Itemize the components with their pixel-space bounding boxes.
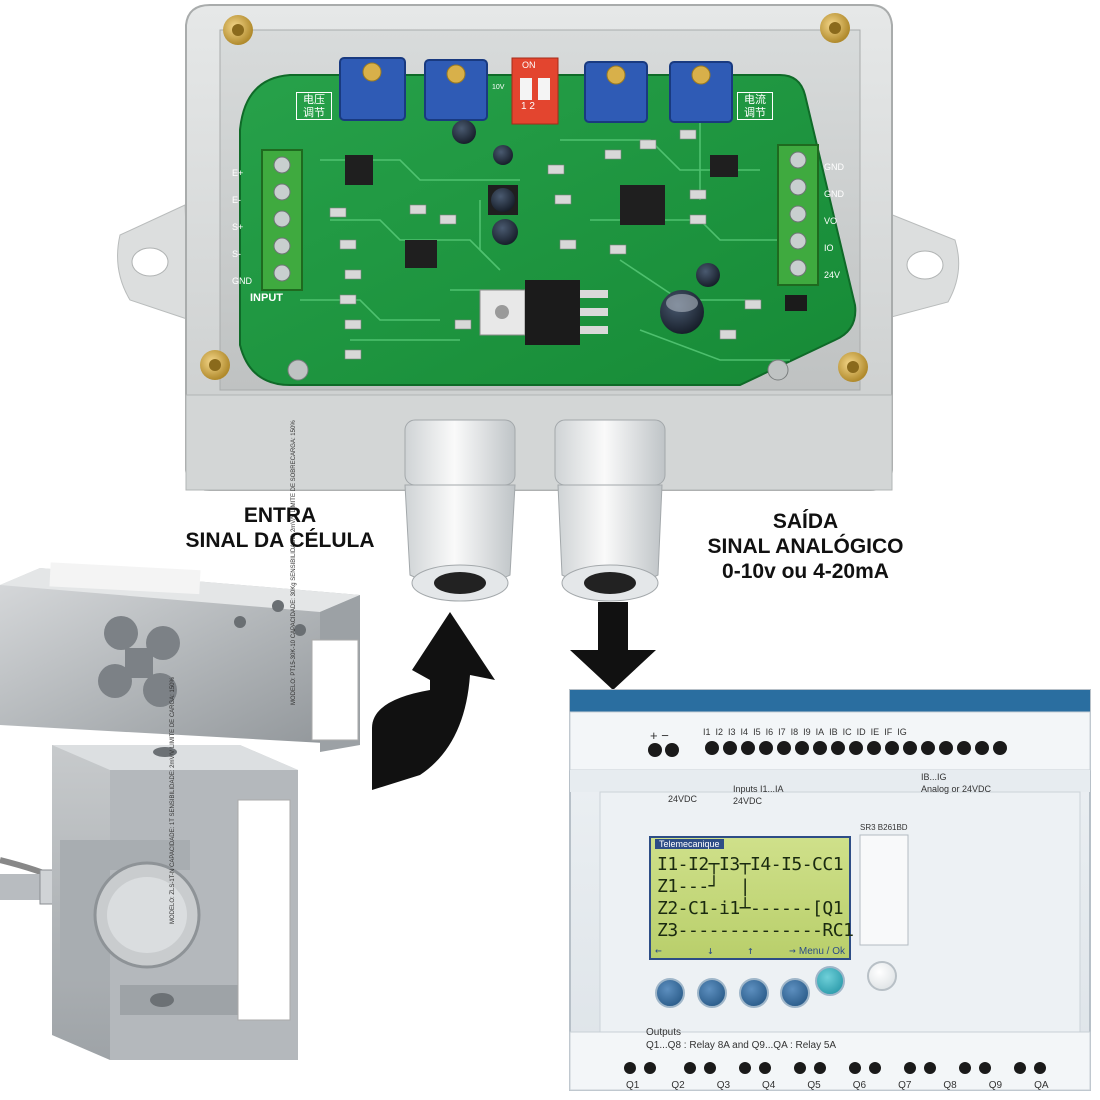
input-label: IF <box>884 727 893 737</box>
plc-outputs-desc: Q1...Q8 : Relay 8A and Q9...QA : Relay 5… <box>646 1040 837 1051</box>
terminal-label: E- <box>232 195 241 205</box>
terminal-label: VO <box>824 216 838 226</box>
plc-analog-desc: Analog or 24VDC <box>921 784 992 794</box>
pcb-voltage-adjust-label: 电压 调节 <box>296 92 332 120</box>
input-label: I2 <box>715 727 724 737</box>
load-cell-sticker-1: MODELO: PT15-30K-10 CAPACIDADE: 30Kg SEN… <box>291 420 297 705</box>
input-label: I8 <box>790 727 799 737</box>
curved-arrow-up-icon <box>372 612 495 790</box>
terminal-label: 24V <box>824 270 841 280</box>
plc-input-terminals: I1 I2 I3 I4 I5 I6 I7 I8 I9 IA IB IC ID I… <box>703 727 907 737</box>
input-label: IA <box>815 727 825 737</box>
dip-numbers-label: 1 2 <box>521 101 535 112</box>
cable-gland-input <box>404 419 516 602</box>
terminal-label: IO <box>824 243 834 253</box>
lcd-arrow-left-icon: ← <box>655 944 662 957</box>
pcb-current-adjust-label: 电流 调节 <box>737 92 773 120</box>
output-label: QA <box>1034 1080 1049 1091</box>
terminal-label: S- <box>232 249 241 259</box>
input-label: IB <box>829 727 838 737</box>
plc-key-menu-ok[interactable] <box>815 966 845 996</box>
output-label: Q8 <box>943 1080 957 1091</box>
lcd-menu-label: Menu / Ok <box>798 946 845 957</box>
input-signal-caption: ENTRA SINAL DA CÉLULA <box>170 503 390 553</box>
dip-10v-label: 10V <box>492 84 505 91</box>
plc-brand: Telemecanique <box>655 839 724 849</box>
pcb-input-label: INPUT <box>250 292 283 304</box>
input-label: I6 <box>765 727 774 737</box>
caption-line: SINAL DA CÉLULA <box>185 529 375 552</box>
plc-key-left[interactable] <box>655 978 685 1008</box>
output-signal-caption: SAÍDA SINAL ANALÓGICO 0-10v ou 4-20mA <box>688 509 923 584</box>
lcd-line: I1-I2┬I3┬I4-I5-CC1 <box>657 854 844 875</box>
input-label: IG <box>897 727 907 737</box>
arrow-down-icon <box>570 602 656 690</box>
input-label: I9 <box>803 727 811 737</box>
plc-key-down[interactable] <box>697 978 727 1008</box>
plc-power-label: 24VDC <box>668 794 698 804</box>
output-label: Q4 <box>762 1080 776 1091</box>
lcd-line: Z1---┘ | <box>657 876 751 897</box>
input-label: I1 <box>703 727 711 737</box>
output-label: Q9 <box>988 1080 1003 1091</box>
plc-key-escape[interactable] <box>867 961 897 991</box>
lcd-line: Z3--------------RC1 <box>657 920 854 941</box>
input-label: IE <box>870 727 880 737</box>
plc-plus-minus: + − <box>650 728 669 743</box>
plc-lcd-screen: Telemecanique I1-I2┬I3┬I4-I5-CC1 Z1---┘ … <box>649 836 854 960</box>
plc-model: SR3 B261BD <box>860 823 908 832</box>
input-label: I3 <box>728 727 736 737</box>
caption-line: 0-10v ou 4-20mA <box>722 560 889 583</box>
plc-output-terminals: Q1 Q2 Q3 Q4 Q5 Q6 Q7 Q8 Q9 QA <box>626 1080 1049 1091</box>
output-label: Q3 <box>716 1080 731 1091</box>
output-label: Q1 <box>626 1080 640 1091</box>
terminal-label: GND <box>232 276 252 286</box>
cable-gland-output <box>554 419 666 602</box>
lcd-arrow-up-icon: ↑ <box>747 944 754 957</box>
input-label: I4 <box>740 727 749 737</box>
lcd-arrow-down-icon: ↓ <box>707 944 714 957</box>
terminal-label: GND <box>824 189 844 199</box>
right-terminal-labels: GND GND VO IO 24V <box>824 154 850 289</box>
lcd-line: Z2-C1-i1┴------[Q1 <box>657 898 844 919</box>
terminal-label: S+ <box>232 222 244 232</box>
plc-analog-label: IB...IG <box>921 772 947 782</box>
plc-key-up[interactable] <box>739 978 769 1008</box>
terminal-label: E+ <box>232 168 244 178</box>
input-label: IC <box>842 727 852 737</box>
plc-key-right[interactable] <box>780 978 810 1008</box>
plc-inputs-voltage: 24VDC <box>733 796 763 806</box>
dip-on-label: ON <box>522 60 536 70</box>
pcb-board <box>239 57 857 386</box>
output-label: Q7 <box>898 1080 912 1091</box>
lcd-arrow-right-icon: → <box>789 944 796 957</box>
output-label: Q6 <box>852 1080 867 1091</box>
load-cell-s-type <box>0 745 298 1060</box>
input-label: ID <box>856 727 866 737</box>
output-label: Q2 <box>671 1080 685 1091</box>
output-label: Q5 <box>807 1080 821 1091</box>
caption-line: SINAL ANALÓGICO <box>707 535 904 558</box>
plc-inputs-label: Inputs I1...IA <box>733 784 784 794</box>
load-cell-beam <box>0 562 360 752</box>
plc-outputs-label: Outputs <box>646 1027 682 1038</box>
caption-line: ENTRA <box>243 504 317 527</box>
terminal-label: GND <box>824 162 844 172</box>
input-label: I7 <box>778 727 786 737</box>
caption-line: SAÍDA <box>772 510 839 533</box>
load-cell-sticker-2: MODELO: ZLS-1T-N CAPACIDADE: 1T SENSIBIL… <box>170 676 176 924</box>
input-label: I5 <box>753 727 761 737</box>
left-terminal-labels: E+ E- S+ S- GND <box>232 160 254 295</box>
